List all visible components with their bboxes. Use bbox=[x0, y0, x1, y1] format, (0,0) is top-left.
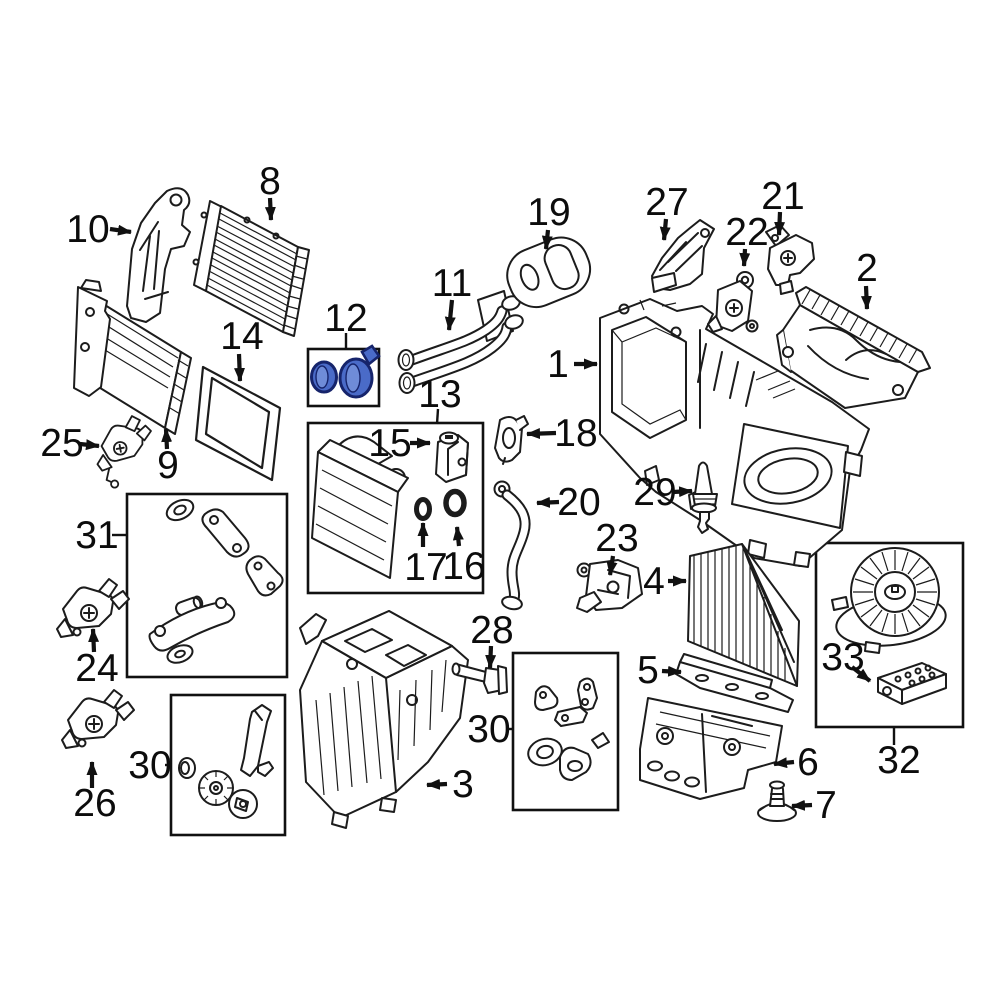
arrow-to-part-27 bbox=[659, 218, 671, 241]
leader-to-box-13 bbox=[435, 408, 440, 425]
arrow-to-part-33 bbox=[850, 665, 872, 683]
arrow-to-part-8 bbox=[264, 197, 276, 221]
part-22-actuator-drawing bbox=[707, 271, 759, 333]
part-32-blower-motor-drawing bbox=[831, 547, 947, 654]
arrow-to-part-10 bbox=[109, 224, 132, 236]
callout-27: 27 bbox=[645, 181, 688, 224]
part-13-evaporator-kit-drawing bbox=[311, 435, 409, 579]
arrow-to-part-11 bbox=[444, 299, 456, 331]
callout-33: 33 bbox=[821, 636, 864, 679]
part-19-seal-gasket-drawing bbox=[506, 236, 592, 309]
part-30-lever-kit-drawing bbox=[527, 677, 610, 781]
callout-14: 14 bbox=[220, 315, 263, 358]
arrow-to-part-9 bbox=[161, 428, 173, 450]
part-4-cabin-filter-drawing bbox=[687, 543, 800, 687]
callout-29: 29 bbox=[633, 471, 676, 514]
part-3-distribution-housing-drawing bbox=[299, 610, 469, 829]
part-11-ac-pipe-assembly-drawing bbox=[397, 290, 524, 394]
callout-16: 16 bbox=[442, 545, 485, 588]
callout-8: 8 bbox=[259, 160, 281, 203]
part-9-heater-core-drawing bbox=[73, 279, 192, 435]
callout-13: 13 bbox=[418, 373, 461, 416]
part-18-seal-bracket-drawing bbox=[494, 415, 529, 465]
callout-20: 20 bbox=[557, 481, 600, 524]
part-30-cam-gear-kit-drawing bbox=[178, 704, 274, 819]
part-25-actuator-drawing bbox=[96, 415, 152, 489]
group-box-30-right bbox=[511, 651, 620, 812]
part-20-hose-drawing bbox=[493, 480, 531, 611]
callout-3: 3 bbox=[452, 763, 474, 806]
part-1-hvac-housing-drawing bbox=[599, 298, 870, 568]
part-14-filter-frame-drawing bbox=[194, 365, 282, 482]
part-26-actuator-drawing bbox=[61, 689, 135, 749]
callout-12: 12 bbox=[324, 297, 367, 340]
part-27-bracket-drawing bbox=[651, 219, 715, 293]
part-6-mounting-tray-drawing bbox=[639, 697, 783, 800]
arrow-to-part-18 bbox=[526, 428, 557, 440]
part-21-actuator-drawing bbox=[765, 224, 815, 295]
callout-6: 6 bbox=[797, 741, 819, 784]
part-2-housing-cover-drawing bbox=[776, 286, 931, 409]
callout-9: 9 bbox=[157, 444, 179, 487]
callout-26: 26 bbox=[73, 782, 116, 825]
arrow-to-part-6 bbox=[773, 757, 795, 769]
callout-4: 4 bbox=[643, 560, 665, 603]
part-8-evaporator-core-drawing bbox=[192, 200, 310, 337]
callout-18: 18 bbox=[554, 412, 597, 455]
part-28-sensor-probe-drawing bbox=[451, 662, 508, 695]
callout-21: 21 bbox=[761, 175, 804, 218]
arrow-to-part-23 bbox=[606, 555, 618, 576]
callout-1: 1 bbox=[547, 343, 569, 386]
arrow-to-part-21 bbox=[774, 211, 786, 236]
arrow-to-part-19 bbox=[541, 229, 553, 250]
callout-22: 22 bbox=[725, 211, 768, 254]
part-31-link-kit-drawing bbox=[148, 498, 284, 664]
arrow-to-part-2 bbox=[860, 285, 872, 310]
arrow-to-part-29 bbox=[672, 486, 693, 498]
callout-17: 17 bbox=[404, 546, 447, 589]
part-12-seal-grommets-drawing bbox=[310, 344, 381, 399]
callout-19: 19 bbox=[527, 191, 570, 234]
callout-23: 23 bbox=[595, 517, 638, 560]
part-33-blower-resistor-drawing bbox=[877, 662, 947, 705]
callout-2: 2 bbox=[856, 247, 878, 290]
arrow-to-part-25 bbox=[79, 439, 100, 451]
callout-30-left: 30 bbox=[128, 744, 171, 787]
arrow-to-part-3 bbox=[426, 778, 448, 790]
arrow-to-part-24 bbox=[88, 628, 100, 653]
arrow-to-part-22 bbox=[739, 248, 751, 267]
callout-25: 25 bbox=[40, 422, 83, 465]
arrow-to-part-28 bbox=[485, 645, 497, 669]
callout-30-right: 30 bbox=[467, 708, 510, 751]
part-7-fastener-drawing bbox=[757, 780, 797, 822]
part-24-actuator-drawing bbox=[56, 578, 130, 638]
part-29-sensor-drawing bbox=[691, 461, 718, 534]
arrow-to-part-7 bbox=[791, 799, 813, 811]
callout-11: 11 bbox=[432, 262, 473, 305]
part-5-support-bracket-drawing bbox=[675, 653, 794, 713]
callout-5: 5 bbox=[637, 649, 659, 692]
callout-32: 32 bbox=[877, 739, 920, 782]
arrow-to-part-20 bbox=[536, 496, 560, 508]
callout-10: 10 bbox=[66, 208, 109, 251]
part-17-o-ring-drawing bbox=[414, 497, 432, 521]
callout-28: 28 bbox=[470, 609, 513, 652]
part-10-mounting-bracket-drawing bbox=[126, 187, 191, 323]
part-16-o-ring-drawing bbox=[443, 488, 467, 518]
callout-7: 7 bbox=[815, 784, 837, 827]
arrow-to-part-14 bbox=[234, 353, 246, 382]
callout-31: 31 bbox=[75, 514, 118, 557]
arrow-to-part-16 bbox=[452, 526, 464, 547]
callout-15: 15 bbox=[368, 422, 411, 465]
part-15-expansion-valve-drawing bbox=[435, 431, 469, 483]
arrow-to-part-5 bbox=[661, 665, 682, 677]
callout-24: 24 bbox=[75, 647, 118, 690]
